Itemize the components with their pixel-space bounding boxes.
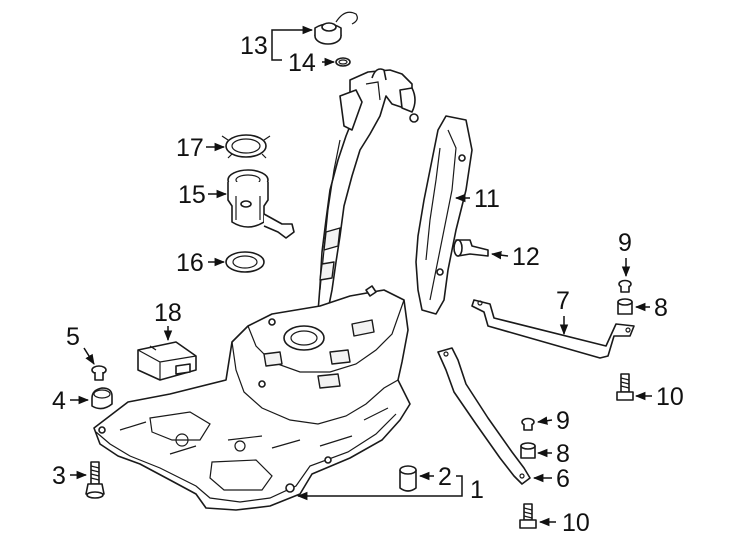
callout-9-lower: 9 [556, 407, 570, 435]
part-10-bolt-lower [519, 503, 537, 529]
callout-3: 3 [52, 462, 66, 490]
part-4-grommet [91, 387, 113, 410]
part-11-heat-shield [415, 115, 473, 315]
callout-14: 14 [288, 49, 316, 77]
part-3-bolt [85, 461, 105, 499]
fuel-tank [93, 285, 411, 511]
part-15-fuel-pump-module [227, 169, 295, 239]
callout-17: 17 [176, 134, 204, 162]
callout-18: 18 [154, 299, 182, 327]
part-2-bumper [399, 465, 417, 492]
part-6-strap [437, 347, 531, 485]
part-9-screw-upper [618, 279, 632, 293]
callout-10-lower: 10 [562, 509, 590, 537]
part-17-lock-ring [221, 134, 271, 159]
callout-12: 12 [512, 243, 540, 271]
callout-4: 4 [52, 387, 66, 415]
part-13-filler-cap [314, 11, 358, 45]
filler-pipe-assembly [317, 68, 419, 313]
callout-6: 6 [556, 465, 570, 493]
part-8-nut-upper [617, 298, 633, 315]
part-9-screw-lower [521, 417, 535, 431]
callout-15: 15 [178, 181, 206, 209]
callout-11: 11 [474, 185, 500, 213]
leader-lines [70, 25, 652, 527]
callout-5: 5 [66, 323, 80, 351]
part-18-module [137, 341, 197, 381]
part-12-stud [453, 239, 489, 257]
callout-13: 13 [240, 32, 268, 60]
callout-8-upper: 8 [654, 294, 668, 322]
callout-9-upper: 9 [618, 229, 632, 257]
part-10-bolt-upper [616, 373, 634, 401]
callout-labels: 13 14 17 15 16 18 5 4 3 2 1 11 12 7 9 8 … [52, 32, 684, 537]
callout-1: 1 [470, 476, 484, 504]
part-5-screw [91, 365, 107, 381]
part-16-seal [225, 251, 265, 273]
callout-16: 16 [176, 249, 204, 277]
part-7-strap [471, 299, 635, 359]
part-14-o-ring [335, 57, 351, 67]
callout-7: 7 [556, 287, 570, 315]
part-8-nut-lower [520, 442, 536, 459]
callout-8-lower: 8 [556, 440, 570, 468]
callout-10-upper: 10 [656, 383, 684, 411]
callout-2: 2 [438, 463, 452, 491]
